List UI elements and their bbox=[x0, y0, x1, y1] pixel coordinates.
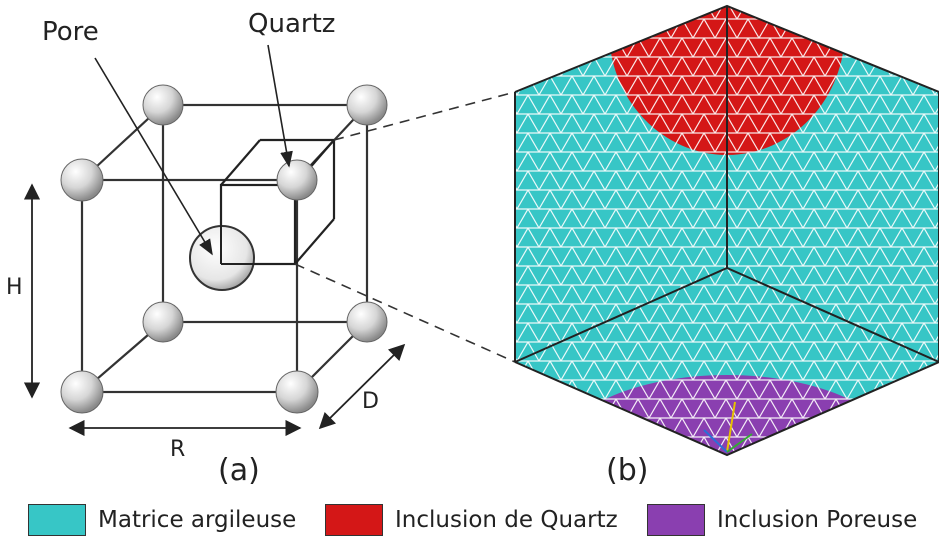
legend-item-pore: Inclusion Poreuse bbox=[647, 500, 917, 540]
meshed-cube: (b) bbox=[514, 4, 939, 488]
zoom-dashed-lines bbox=[294, 91, 516, 363]
sphere-back-top-right bbox=[346, 84, 388, 126]
legend-swatch-matrix bbox=[28, 504, 86, 536]
sphere-back-bottom-right bbox=[346, 301, 388, 343]
d-label: D bbox=[362, 389, 379, 414]
legend-label-pore: Inclusion Poreuse bbox=[717, 507, 918, 533]
legend-item-matrix: Matrice argileuse bbox=[28, 500, 296, 540]
sphere-front-bottom-left bbox=[60, 370, 104, 414]
axis-triad-icon bbox=[703, 401, 753, 453]
pore-label: Pore bbox=[42, 17, 99, 47]
sphere-front-bottom-right bbox=[275, 370, 319, 414]
legend: Matrice argileuse Inclusion de Quartz In… bbox=[0, 500, 939, 540]
legend-item-quartz: Inclusion de Quartz bbox=[325, 500, 618, 540]
sphere-back-top-left bbox=[142, 84, 184, 126]
front-face-outline bbox=[80, 178, 299, 394]
sphere-back-bottom-left bbox=[142, 301, 184, 343]
r-label: R bbox=[170, 437, 185, 462]
legend-label-matrix: Matrice argileuse bbox=[98, 507, 297, 533]
h-label: H bbox=[6, 275, 23, 300]
panel-b-label: (b) bbox=[606, 453, 648, 488]
panel-a-label: (a) bbox=[218, 453, 260, 488]
pore-pointer-arrow bbox=[94, 57, 213, 256]
quartz-pointer-arrow bbox=[267, 44, 293, 168]
sphere-front-top-right bbox=[276, 159, 318, 201]
legend-swatch-pore bbox=[647, 504, 705, 536]
quartz-label: Quartz bbox=[248, 9, 335, 39]
legend-swatch-quartz bbox=[325, 504, 383, 536]
back-face-outline bbox=[161, 103, 369, 324]
legend-label-quartz: Inclusion de Quartz bbox=[395, 507, 618, 533]
cube-edges bbox=[514, 4, 939, 457]
sphere-front-top-left bbox=[60, 158, 104, 202]
unit-cell-diagram: Pore Quartz H R D (a) bbox=[6, 9, 406, 488]
corner-spheres bbox=[60, 84, 388, 414]
d-dimension-arrow bbox=[318, 343, 406, 430]
